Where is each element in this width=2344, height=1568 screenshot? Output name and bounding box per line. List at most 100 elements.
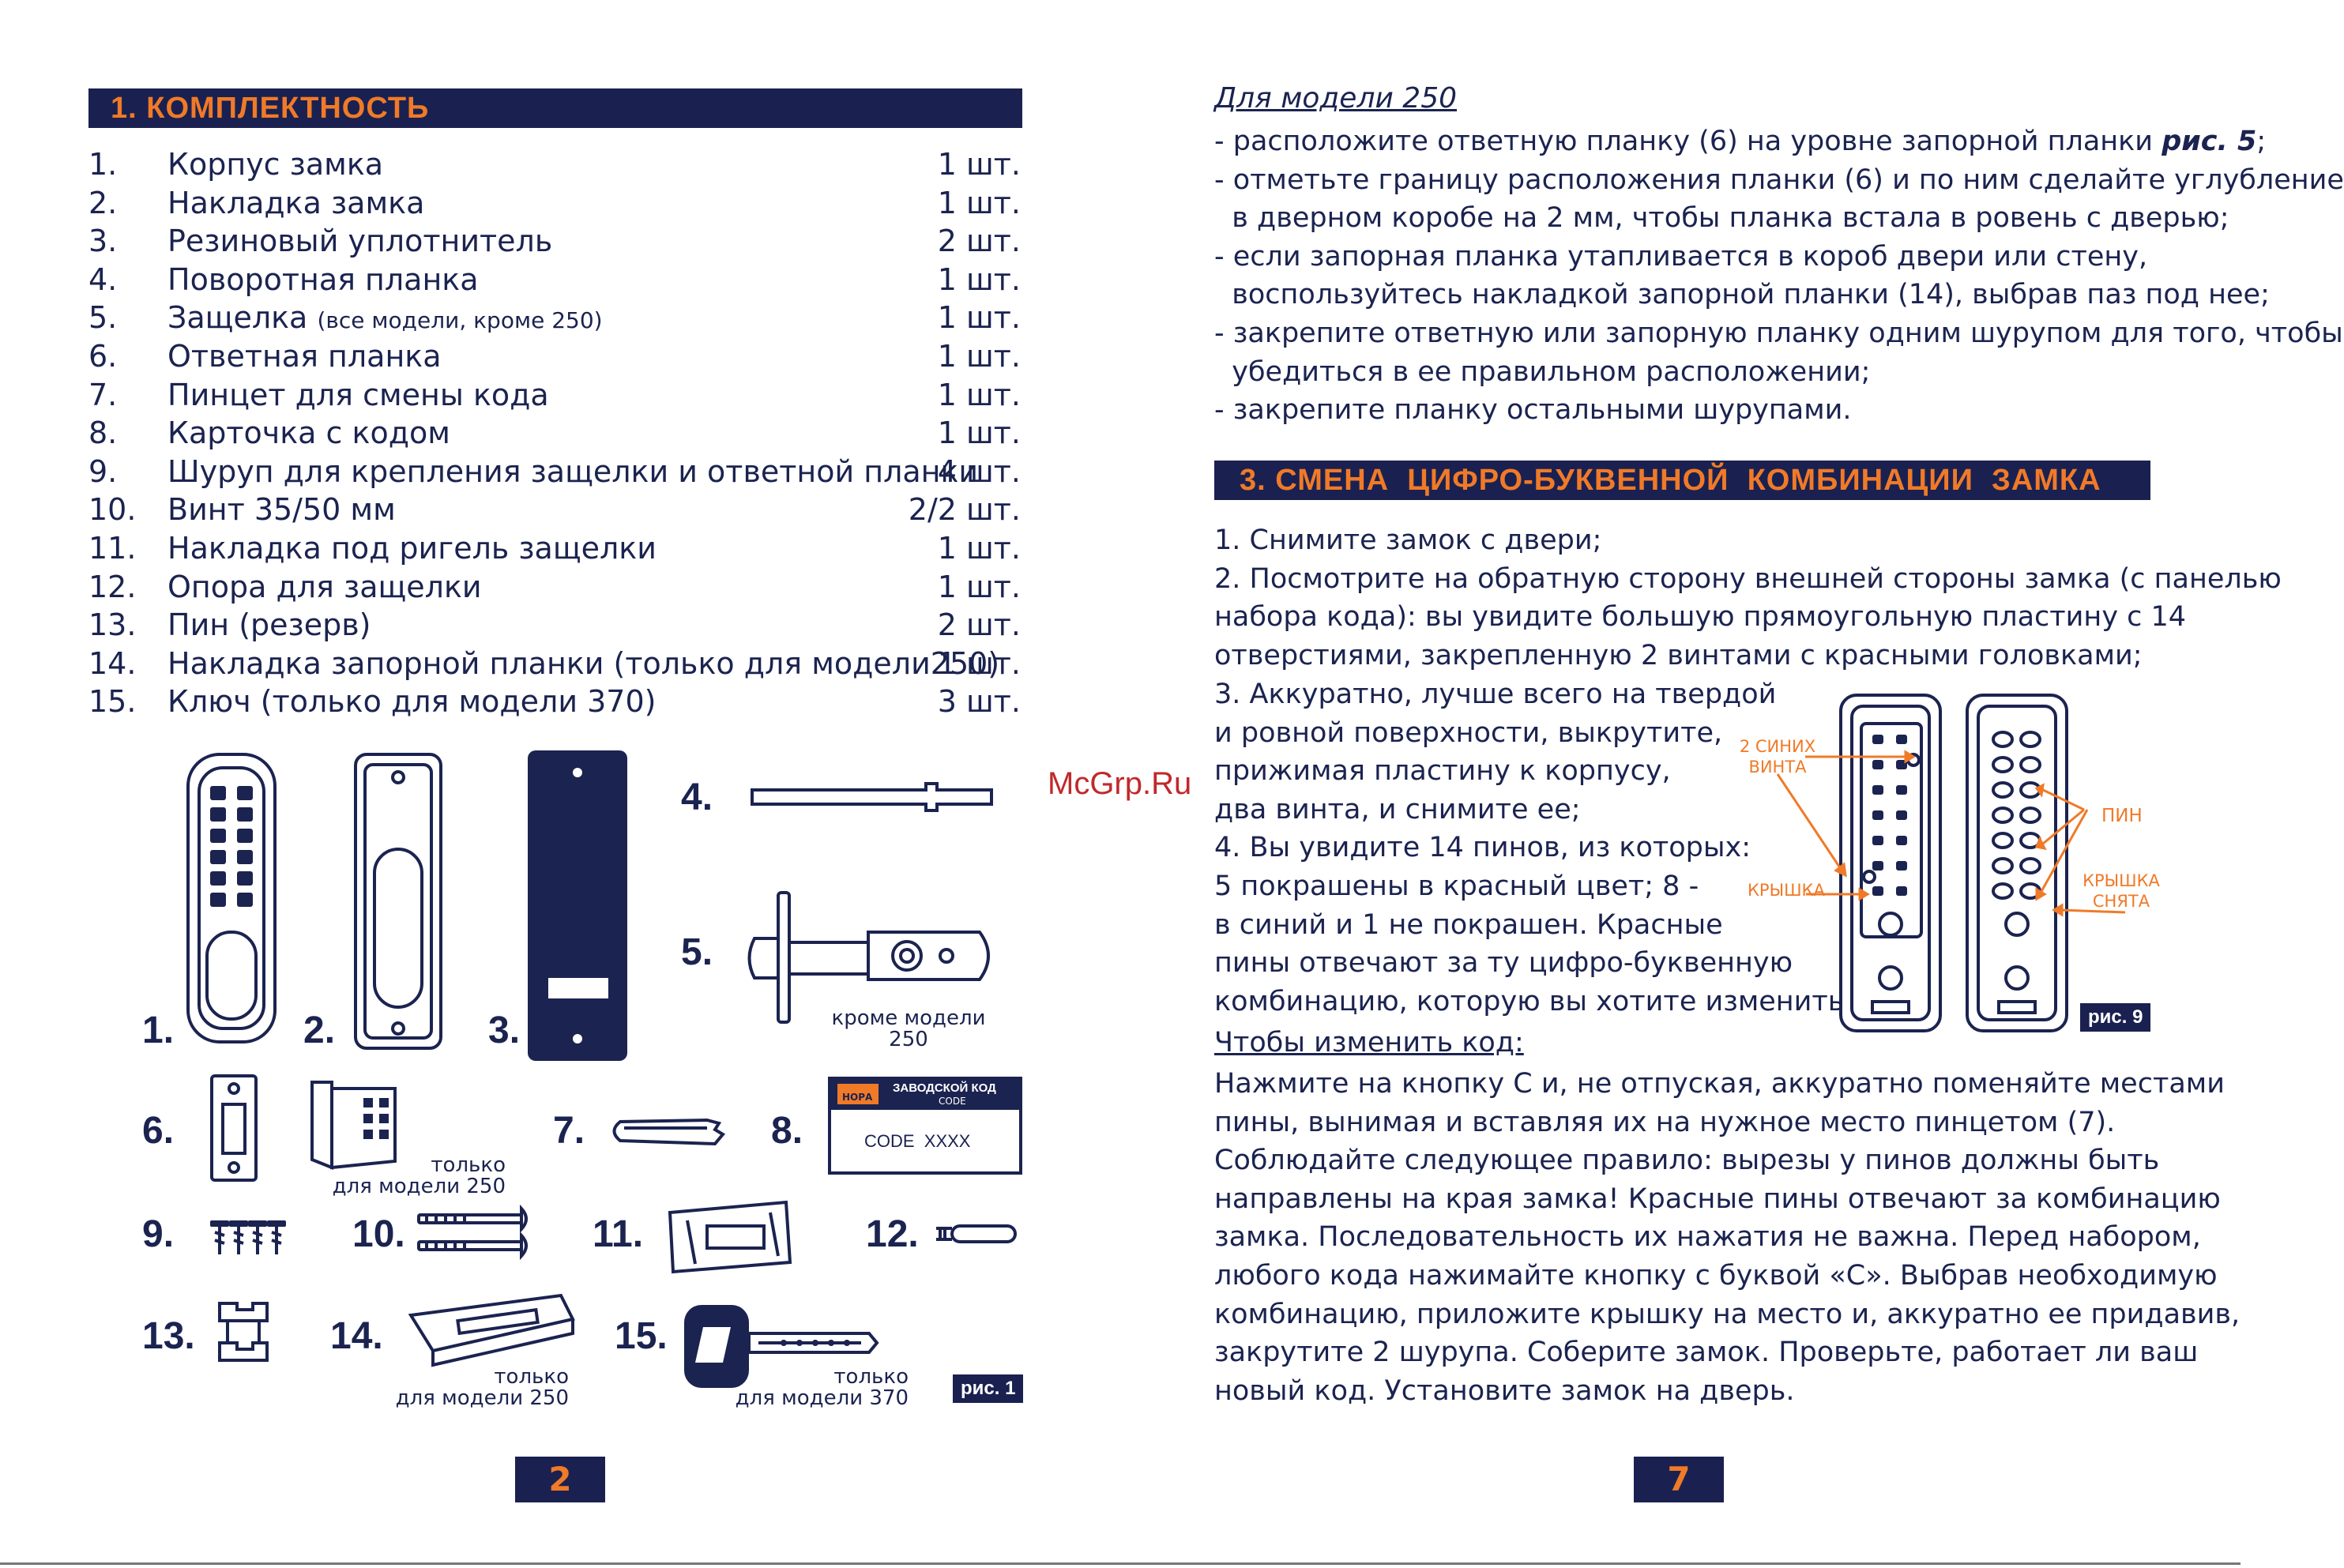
item-note: (все модели, кроме 250) [317,307,603,334]
step-line-text: 2. Посмотрите на обратную сторону внешне… [1214,562,2282,595]
completeness-item: 14.Накладка запорной планки (только для … [88,646,1021,684]
item-number: 5. [88,300,118,336]
item-name: Ответная планка [167,339,442,374]
completeness-item: 12. Опора для защелки 1 шт. [88,570,1021,607]
step-line-narrow-text: 5 покрашены в красный цвет; 8 - [1214,870,1699,902]
spare-pins-icon [218,1302,269,1362]
change-line-text: новый код. Установите замок на дверь. [1214,1374,1795,1407]
item-name: Опора для защелки [167,570,482,604]
step-line-narrow-text: в синий и 1 не покрашен. Красные [1214,908,1723,941]
model-instruction-line: - закрепите планку остальными шурупами. [1214,391,1852,430]
model-instruction-line: убедиться в ее правильном расположении; [1214,353,1870,392]
model-instruction-line-text: в дверном коробе на 2 мм, чтобы планка в… [1214,202,2229,235]
model-instruction-line: воспользуйтесь накладкой запорной планки… [1214,276,2270,314]
fig5-reference: рис. 5 [2162,126,2257,157]
item-name: Пинцет для смены кода [167,378,549,412]
item-name-text: Защелка [167,300,308,336]
item-name-text: Корпус замка [167,147,384,182]
change-line-text: комбинацию, приложите крышку на место и,… [1214,1298,2241,1330]
key-icon [684,1305,879,1388]
page-number-right: 7 [1634,1457,1724,1502]
item-quantity: 1 шт. [937,339,1021,374]
figure-number-14: 14. [330,1315,383,1357]
label-2-screws: 2 СИНИХ ВИНТА [1739,737,1816,776]
change-line: замка. Последовательность их нажатия не … [1214,1218,2201,1257]
step-line-narrow: 4. Вы увидите 14 пинов, из которых: [1214,829,1751,867]
item-quantity: 1 шт. [937,377,1021,412]
item-number: 2. [88,185,118,220]
item-name-text: Накладка под ригель защелки [167,531,657,566]
step-line-narrow: пины отвечают за ту цифро-буквенную [1214,944,1793,983]
step-line-narrow-text: два винта, и снимите ее; [1214,793,1581,825]
item-name-text: Винт 35/50 мм [167,492,396,528]
item-name-text: Пинцет для смены кода [167,377,549,412]
model-250-heading: Для модели 250 [1214,82,1458,115]
item-quantity: 2 шт. [937,607,1021,643]
caption-except-250: кроме модели 250 [831,1006,986,1051]
completeness-item: 13.Пин (резерв)2 шт. [88,607,1021,645]
model-instruction-line: - если запорная планка утапливается в ко… [1214,238,2147,276]
change-line: новый код. Установите замок на дверь. [1214,1372,1795,1411]
model-instruction-line-text: - отметьте границу расположения планки (… [1214,164,2344,196]
label-cover: КРЫШКА [1748,881,1825,900]
change-line: закрутите 2 шурупа. Соберите замок. Пров… [1214,1333,2198,1372]
change-line: пины, вынимая и вставляя их на нужное ме… [1214,1104,2115,1142]
change-line-text: закрутите 2 шурупа. Соберите замок. Пров… [1214,1337,2199,1369]
page-number-left: 2 [515,1457,605,1502]
caption-only-250-angled: только для модели 250 [332,1153,506,1198]
item-quantity: 2 шт. [937,224,1021,259]
change-line-text: Нажмите на кнопку С и, не отпуская, акку… [1214,1068,2225,1100]
item-name-text: Накладка замка [167,185,425,220]
step-line-narrow-text: прижимая пластину к корпусу, [1214,755,1671,788]
item-number: 1. [88,147,118,182]
completeness-item: 9.Шуруп для крепления защелки и ответной… [88,454,1021,492]
step-line-narrow-text: пины отвечают за ту цифро-буквенную [1214,947,1793,980]
figure-number-13: 13. [142,1315,195,1357]
item-quantity: 3 шт. [937,684,1021,720]
item-quantity: 1 шт. [937,185,1021,220]
item-name: Корпус замка [167,147,383,182]
step-line: 2. Посмотрите на обратную сторону внешне… [1214,560,2282,599]
step-line-narrow: 3. Аккуратно, лучше всего на твердой [1214,675,1776,714]
item-name-text: Ответная планка [167,339,442,374]
angled-plate-icon [310,1081,397,1170]
section-title-change-code: 3. СМЕНА ЦИФРО-БУКВЕННОЙ КОМБИНАЦИИ ЗАМК… [1214,461,2150,500]
lock-back-cover-removed-icon [1966,694,2068,1032]
item-name-text: Накладка запорной планки (только для мод… [167,645,1000,681]
figure-number-5: 5. [681,931,713,973]
item-number: 9. [88,453,118,489]
change-line: любого кода нажимайте кнопку с буквой «С… [1214,1257,2218,1295]
latch-icon [747,891,990,1024]
item-quantity: 1 шт. [937,569,1021,604]
item-quantity: 4 шт. [937,453,1021,489]
step-line: набора кода): вы увидите большую прямоуг… [1214,598,2186,637]
item-number: 15. [88,684,137,720]
step-line-text: 1. Снимите замок с двери; [1214,525,1602,556]
figure-number-1: 1. [142,1010,175,1051]
figure-9-diagram [1776,694,2126,1032]
item-name-text: Резиновый уплотнитель [167,224,553,259]
step-line-narrow: комбинацию, которую вы хотите изменить. [1214,983,1853,1021]
figure-number-10: 10. [352,1213,405,1255]
model-instruction-line: в дверном коробе на 2 мм, чтобы планка в… [1214,199,2229,238]
code-card-subtitle: CODE [939,1096,966,1107]
step-line-narrow: 5 покрашены в красный цвет; 8 - [1214,867,1699,906]
step-line-narrow-text: 4. Вы увидите 14 пинов, из которых: [1214,832,1751,864]
step-line-narrow: и ровной поверхности, выкрутите, [1214,714,1722,753]
item-quantity: 2/2 шт. [908,492,1021,528]
change-line-text: Соблюдайте следующее правило: вырезы у п… [1214,1145,2160,1177]
watermark: McGrp.Ru [1048,766,1192,801]
caption-only-370: только для модели 370 [735,1365,909,1410]
model-instruction-line-text: - расположите ответную планку (6) на уро… [1214,126,2162,157]
item-name: Накладка под ригель защелки [167,531,657,566]
item-number: 7. [88,377,118,412]
item-name-text: Опора для защелки [167,569,482,604]
item-name-text: Ключ (только для модели 370) [167,684,657,720]
model-instruction-line-text: убедиться в ее правильном расположении; [1214,355,1871,388]
step-line-narrow: два винта, и снимите ее; [1214,791,1581,829]
item-number: 12. [88,569,137,604]
